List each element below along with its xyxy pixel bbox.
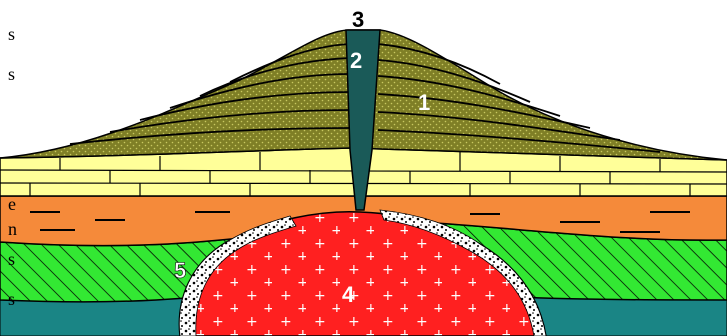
svg-text:s: s (8, 64, 15, 84)
label-1: 1 (418, 90, 430, 115)
svg-text:e: e (8, 194, 16, 214)
svg-text:s: s (8, 289, 15, 309)
label-5: 5 (174, 258, 186, 283)
svg-text:s: s (8, 249, 15, 269)
svg-text:n: n (8, 219, 17, 239)
label-3: 3 (352, 7, 364, 32)
svg-text:s: s (8, 24, 15, 44)
label-4: 4 (342, 282, 355, 307)
label-2: 2 (350, 48, 362, 73)
